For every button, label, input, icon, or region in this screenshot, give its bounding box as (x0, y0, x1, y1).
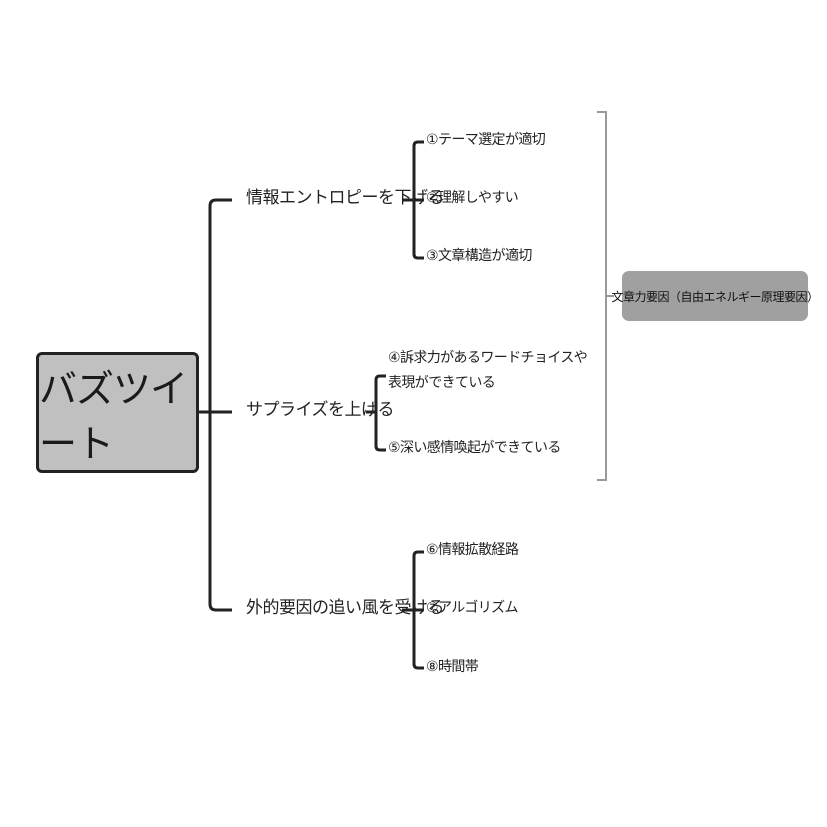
branch2-bracket (374, 374, 386, 452)
leaf-node-8[interactable]: ⑧時間帯 (426, 659, 479, 675)
summary-label: 文章力要因（自由エネルギー原理要因） (611, 289, 820, 304)
leaf-node-1[interactable]: ①テーマ選定が適切 (426, 132, 546, 148)
branch-node-3[interactable]: 外的要因の追い風を受ける (246, 598, 445, 618)
summary-bracket (597, 111, 607, 481)
root-label: バズツイート (39, 366, 188, 466)
leaf-node-2[interactable]: ②理解しやすい (426, 190, 519, 206)
summary-node[interactable]: 文章力要因（自由エネルギー原理要因） (612, 271, 819, 321)
main-trunk (208, 198, 232, 612)
leaf-node-3[interactable]: ③文章構造が適切 (426, 248, 532, 264)
root-node[interactable]: バズツイート (36, 352, 199, 473)
branch-node-1[interactable]: 情報エントロピーを下げる (246, 188, 445, 208)
leaf-node-6[interactable]: ⑥情報拡散経路 (426, 542, 519, 558)
branch-node-2[interactable]: サプライズを上げる (246, 400, 395, 420)
leaf-node-7[interactable]: ⑦アルゴリズム (426, 600, 519, 616)
leaf-node-4[interactable]: ④訴求力があるワードチョイスや表現ができている (388, 350, 588, 391)
leaf-node-5[interactable]: ⑤深い感情喚起ができている (388, 440, 561, 456)
